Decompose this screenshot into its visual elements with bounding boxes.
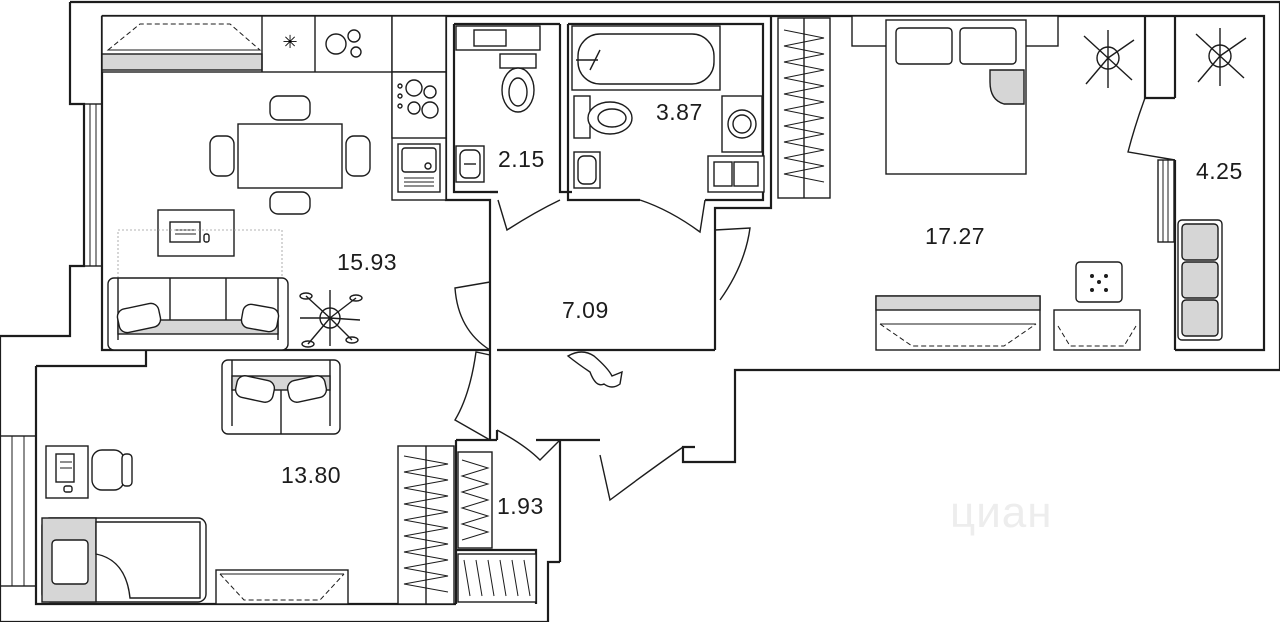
svg-text:✳: ✳ (282, 32, 297, 53)
sofa-icon (107, 277, 289, 351)
main-bathroom-area-label: 3.87 (656, 99, 703, 125)
nightstand-icon (1053, 309, 1141, 351)
wardrobe-icon-2 (397, 445, 455, 605)
washing-machine-icon (721, 95, 763, 153)
cat-icon (566, 351, 623, 388)
plant-icon-3 (1195, 28, 1247, 86)
plant-icon-2 (1083, 30, 1135, 88)
small-bathroom-area-label: 2.15 (498, 146, 545, 172)
bed-icon (851, 15, 1059, 175)
cabinet-icon (707, 155, 765, 193)
dresser-icon (875, 295, 1041, 351)
sofa-icon-2 (221, 359, 341, 435)
sink-icon (397, 143, 441, 193)
safe-icon (1075, 261, 1123, 303)
kitchen-counter: ✳ (101, 15, 447, 201)
bathtub-icon (571, 25, 721, 91)
watermark: циан (950, 488, 1053, 537)
washbasin-icon-2 (573, 151, 601, 189)
bed-icon-2 (41, 517, 207, 603)
desk-icon (45, 445, 89, 499)
balcony-bench-icon (1177, 219, 1223, 341)
washbasin-icon (455, 145, 485, 183)
toilet-icon (455, 25, 541, 113)
toilet-icon-2 (573, 95, 633, 139)
stove-icon (391, 71, 447, 139)
dining-table-icon (209, 95, 371, 215)
wardrobe-icon-3 (457, 451, 537, 603)
plant-icon (299, 290, 363, 348)
doors (454, 97, 1176, 502)
desk-chair-icon (91, 449, 133, 491)
laptop-icon (117, 209, 283, 279)
bedroom-area-label: 17.27 (925, 223, 986, 249)
balcony-area-label: 4.25 (1196, 158, 1243, 184)
bedroom-2-area-label: 13.80 (281, 462, 342, 488)
wardrobe-icon (777, 17, 831, 199)
hallway-area-label: 7.09 (562, 297, 609, 323)
kitchen-living-area-label: 15.93 (337, 249, 398, 275)
tv-stand-icon (215, 569, 349, 605)
closet-area-label: 1.93 (497, 493, 544, 519)
